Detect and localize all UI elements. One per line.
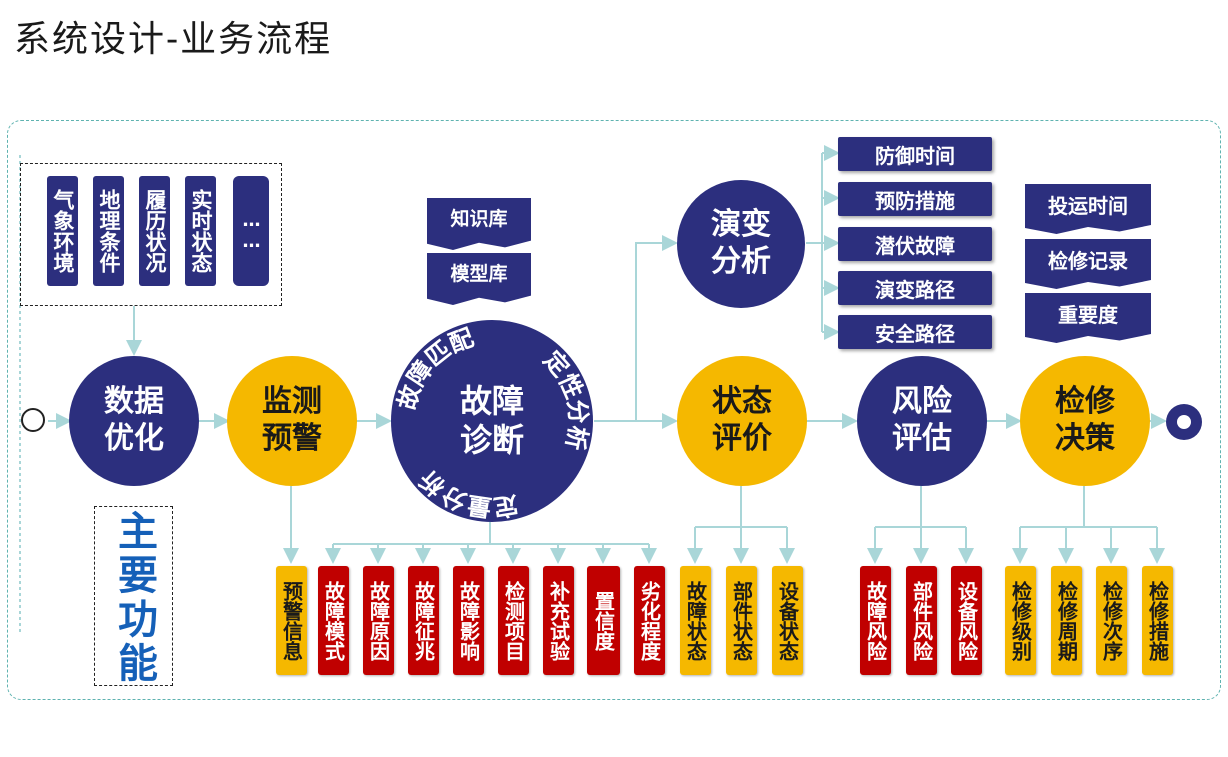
output-supplementary-test: 补充试验 [543, 566, 574, 675]
repair-input-importance: 重要度 [1025, 293, 1151, 343]
output-fault-impact: 故障影响 [453, 566, 484, 675]
node-evolution-analysis: 演变 分析 [677, 180, 805, 308]
main-function-text: 主要功能 [111, 510, 157, 686]
end-node-center [1177, 415, 1191, 429]
output-repair-level: 检修级别 [1005, 566, 1036, 675]
main-function-box [94, 506, 173, 686]
repair-input-commission-time: 投运时间 [1025, 184, 1151, 234]
node-state-evaluation: 状态 评价 [677, 356, 807, 486]
repair-input-maintenance-record: 检修记录 [1025, 239, 1151, 289]
node-risk-assessment: 风险 评估 [857, 356, 987, 486]
evolution-safe-path: 安全路径 [838, 315, 992, 349]
start-node [21, 408, 45, 432]
output-repair-measures: 检修措施 [1142, 566, 1173, 675]
input-weather: 气象环境 [47, 176, 78, 286]
output-fault-symptom: 故障征兆 [408, 566, 439, 675]
node-repair-decision: 检修 决策 [1020, 356, 1150, 486]
output-warning-info: 预警信息 [276, 566, 307, 675]
node-fault-diagnosis: 故障匹配 定性分析 定量分析 [391, 320, 593, 522]
diagram-frame [7, 120, 1221, 700]
output-repair-order: 检修次序 [1096, 566, 1127, 675]
evolution-latent-fault: 潜伏故障 [838, 227, 992, 261]
output-fault-state: 故障状态 [680, 566, 711, 675]
output-fault-cause: 故障原因 [363, 566, 394, 675]
main-function-label: 主要功能 [96, 510, 172, 686]
output-test-items: 检测项目 [498, 566, 529, 675]
node-monitoring-warning: 监测 预警 [227, 356, 357, 486]
input-geography: 地理条件 [93, 176, 124, 286]
input-history: 履历状况 [139, 176, 170, 286]
page-title: 系统设计-业务流程 [14, 19, 333, 60]
output-component-state: 部件状态 [726, 566, 757, 675]
output-component-risk: 部件风险 [906, 566, 937, 675]
evolution-defense-time: 防御时间 [838, 137, 992, 171]
input-group-box [20, 163, 282, 306]
knowledge-base: 知识库 [427, 198, 531, 250]
model-base: 模型库 [427, 253, 531, 305]
output-equipment-risk: 设备风险 [951, 566, 982, 675]
output-confidence: 置信度 [587, 566, 620, 675]
output-degradation: 劣化程度 [634, 566, 665, 675]
node-fault-diagnosis-label: 故障 诊断 [459, 381, 524, 459]
evolution-path: 演变路径 [838, 271, 992, 305]
output-repair-cycle: 检修周期 [1051, 566, 1082, 675]
input-realtime: 实时状态 [185, 176, 216, 286]
output-fault-risk: 故障风险 [860, 566, 891, 675]
node-data-optimization: 数据 优化 [69, 356, 199, 486]
output-equipment-state: 设备状态 [772, 566, 803, 675]
input-more: …… [233, 176, 269, 286]
end-node [1166, 404, 1202, 440]
output-fault-mode: 故障模式 [318, 566, 349, 675]
evolution-prevention: 预防措施 [838, 182, 992, 216]
